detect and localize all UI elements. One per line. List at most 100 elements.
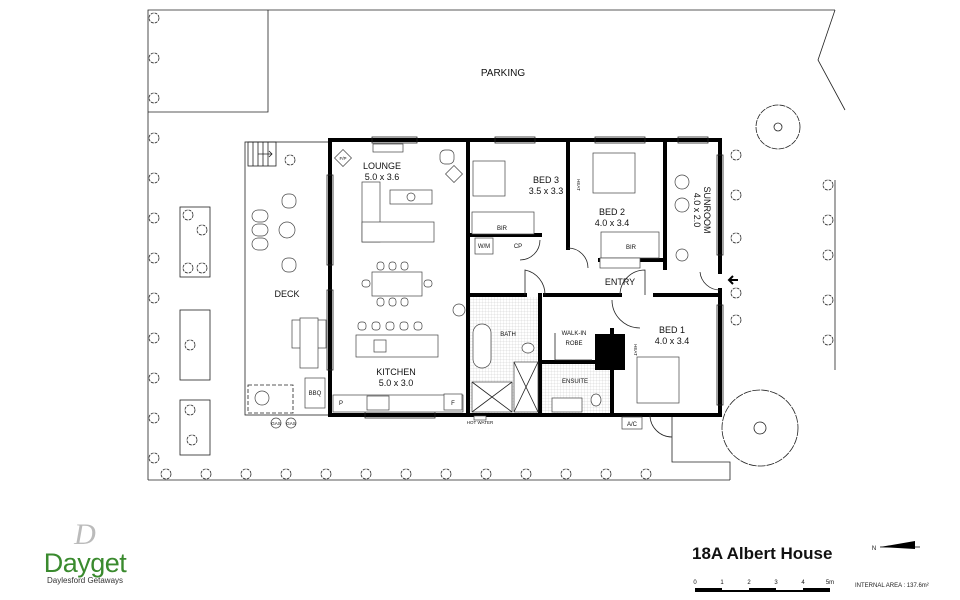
dining-table (371, 271, 423, 297)
plant (600, 468, 612, 480)
plant (148, 212, 160, 224)
scale-tick: 2 (747, 580, 751, 586)
plant (186, 434, 198, 446)
sunroom-size: 4.0 x 2.0 (692, 193, 702, 228)
plant (148, 132, 160, 144)
ac-unit (621, 416, 643, 430)
bed-1 (636, 356, 680, 404)
internal-area: INTERNAL AREA : 137.6m² (855, 583, 929, 589)
plant (184, 339, 196, 351)
deck-label: DECK (274, 289, 299, 299)
gas-label: GAS (286, 421, 296, 426)
plant (440, 468, 452, 480)
walls (328, 138, 722, 417)
bbq (304, 377, 326, 409)
walkin-label-2: ROBE (565, 341, 582, 347)
toilet (590, 393, 602, 407)
deck-stairs (247, 141, 277, 167)
plant (148, 12, 160, 24)
ac-label: A/C (627, 422, 638, 428)
fridge-label: F (451, 401, 455, 407)
windows (326, 136, 724, 419)
wm-label: W/M (478, 244, 490, 250)
bed1-size: 4.0 x 3.4 (655, 336, 690, 346)
bbq-label: BBQ (309, 391, 322, 397)
entry-arrow-icon (727, 275, 738, 285)
heater-label: HEAT (576, 179, 581, 191)
plant (320, 468, 332, 480)
deck-side-table (278, 221, 296, 239)
fireplace-label: F/P (339, 156, 346, 161)
toilet (521, 342, 535, 354)
plant (148, 52, 160, 64)
plant (160, 468, 172, 480)
deck-chair (251, 223, 269, 237)
plant (560, 468, 572, 480)
plant (360, 468, 372, 480)
plant (284, 154, 296, 166)
kitchen-bench (332, 394, 464, 413)
north-label: N (872, 546, 876, 552)
garden-bed (179, 399, 211, 456)
plant (730, 232, 742, 244)
logo-monogram: D (74, 518, 96, 551)
plant (480, 468, 492, 480)
kitchen-size: 5.0 x 3.0 (379, 378, 414, 388)
bed2-size: 4.0 x 3.4 (595, 218, 630, 228)
bedrooms: W/M CP BIR BIR HEAT HEAT BED 3 3.5 x 3.3… (471, 152, 712, 404)
bathtub (472, 323, 492, 369)
plant (148, 92, 160, 104)
outdoor-dining (247, 384, 294, 414)
garden-bed (179, 206, 211, 278)
north-arrow-icon: N (872, 541, 920, 552)
plant (730, 189, 742, 201)
cp-label: CP (514, 244, 522, 250)
bir-bed2 (600, 231, 660, 259)
logo-tagline: Daylesford Getaways (46, 576, 124, 585)
bed3-size: 3.5 x 3.3 (529, 186, 564, 196)
plant (822, 179, 834, 191)
deck-chair (281, 257, 297, 273)
plant (196, 262, 208, 274)
plant (148, 172, 160, 184)
plant (182, 262, 194, 274)
tree (721, 389, 799, 467)
bath-label: BATH (500, 332, 516, 338)
heater-label: HEAT (633, 344, 638, 356)
fireplace (334, 149, 352, 167)
plant (184, 404, 196, 416)
property-title: 18A Albert House (692, 544, 833, 563)
logo: D Dayget Daylesford Getaways (20, 518, 150, 586)
garden-bed (179, 309, 211, 381)
doors (519, 239, 738, 438)
lounge-label: LOUNGE (363, 161, 401, 171)
plant (148, 292, 160, 304)
deck: BBQ DECK GAS GAS (244, 141, 331, 429)
sink (373, 339, 387, 353)
plant (730, 149, 742, 161)
bed3-label: BED 3 (533, 175, 559, 185)
parking-label: PARKING (481, 68, 525, 79)
scale-tick: 0 (693, 580, 697, 586)
plant (730, 287, 742, 299)
scale-tick: 3 (774, 580, 778, 586)
bed-2 (592, 152, 636, 194)
deck-bench (299, 317, 319, 369)
lot-boundary (147, 9, 846, 481)
plant (148, 412, 160, 424)
scale-tick: 4 (801, 580, 805, 586)
bir-label: BIR (626, 245, 637, 251)
wet-areas: BATH WALK-IN ROBE ENSUITE HOT WATER A/C (467, 323, 643, 430)
plant (148, 252, 160, 264)
ensuite-label: ENSUITE (562, 379, 588, 385)
logo-brand: Dayget (43, 548, 127, 578)
ensuite-vanity (551, 397, 583, 413)
plant (822, 294, 834, 306)
plant (200, 468, 212, 480)
deck-chair (251, 237, 269, 251)
bir-label: BIR (497, 226, 508, 232)
bed2-label: BED 2 (599, 207, 625, 217)
plant (280, 468, 292, 480)
plant (400, 468, 412, 480)
